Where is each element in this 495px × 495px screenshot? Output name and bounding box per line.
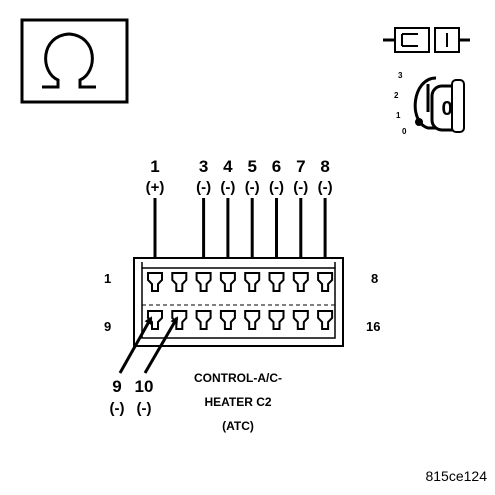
probe-pin-5: 5 <box>247 157 256 176</box>
ignition-key-icon: 3 2 1 0 0 <box>394 71 465 136</box>
probe-polarity-10: (-) <box>137 400 152 417</box>
ignition-position-0: 0 <box>402 127 407 136</box>
row2-end-label: 16 <box>366 319 380 334</box>
probe-pin-8: 8 <box>320 157 329 176</box>
probe-pin-6: 6 <box>272 157 281 176</box>
probe-pin-4: 4 <box>223 157 233 176</box>
ignition-position-1: 1 <box>396 111 401 120</box>
connector-title-line2: HEATER C2 <box>204 395 271 409</box>
terminal-pin-11 <box>195 310 212 330</box>
terminal-pin-7 <box>292 272 309 292</box>
terminal-pin-16 <box>317 310 334 330</box>
terminal-pin-13 <box>244 310 261 330</box>
probe-polarity-6: (-) <box>269 179 284 196</box>
probe-pin-10: 10 <box>135 377 154 396</box>
row1-end-label: 8 <box>371 271 378 286</box>
figure-id: 815ce124 <box>425 468 487 484</box>
terminal-pin-12 <box>219 310 236 330</box>
probe-polarity-1: (+) <box>146 179 165 196</box>
terminal-pin-1 <box>147 272 163 292</box>
connector-icon <box>383 27 470 53</box>
terminal-pin-15 <box>292 310 309 330</box>
row2-start-label: 9 <box>104 319 111 334</box>
terminal-pin-4 <box>219 272 236 292</box>
connector-title-line1: CONTROL-A/C- <box>194 371 282 385</box>
connector-body <box>133 257 344 347</box>
ignition-position-3: 3 <box>398 71 403 80</box>
terminal-pin-14 <box>268 310 285 330</box>
ignition-position-2: 2 <box>394 91 399 100</box>
probe-polarity-9: (-) <box>110 400 125 417</box>
probe-pin-7: 7 <box>296 157 305 176</box>
probe-pin-9: 9 <box>112 377 121 396</box>
terminal-pin-5 <box>244 272 261 292</box>
terminal-pin-3 <box>195 272 212 292</box>
terminal-pin-6 <box>268 272 285 292</box>
bottom-probes: 9 (-) 10 (-) <box>110 316 179 417</box>
terminal-pin-8 <box>317 272 334 292</box>
row1-start-label: 1 <box>104 271 111 286</box>
probe-polarity-3: (-) <box>196 179 211 196</box>
connector-title-line3: (ATC) <box>222 419 254 433</box>
terminal-pin-2 <box>171 272 188 292</box>
probe-polarity-5: (-) <box>245 179 260 196</box>
ohmmeter-icon <box>20 18 129 104</box>
probe-pin-1: 1 <box>150 157 159 176</box>
probe-polarity-7: (-) <box>293 179 308 196</box>
ignition-key-label: 0 <box>441 98 452 120</box>
probe-polarity-4: (-) <box>220 179 235 196</box>
top-probes: 1 (+) 3 (-) 4 (-) 5 (-) 6 (-) 7 (-) 8 (-) <box>146 157 333 284</box>
probe-polarity-8: (-) <box>318 179 333 196</box>
probe-pin-3: 3 <box>199 157 208 176</box>
